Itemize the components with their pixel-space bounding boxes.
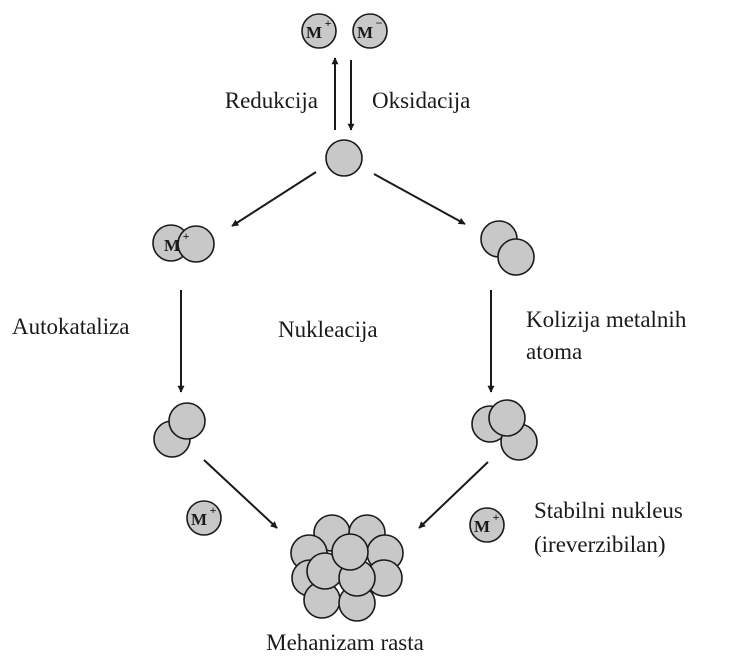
ion-dimer: M + [152,224,215,263]
atom-dimer [480,220,535,276]
right-cation: M + [469,507,505,543]
top-anion-symbol: M [357,23,373,42]
top-cation-symbol: M [306,23,322,42]
right-growth-arrow [418,461,489,529]
collision-label-line1: Kolizija metalnih [526,307,687,332]
arrow-to-ion-dimer [231,171,317,227]
top-anion-charge: − [376,16,383,30]
growth-mechanism-label: Mehanizam rasta [266,630,424,655]
top-cation-charge: + [325,16,332,30]
dimer-cation-symbol: M [164,236,180,255]
nucleation-label: Nukleacija [278,317,378,342]
dimer-cation-charge: + [183,229,190,243]
single-atom [325,139,363,177]
right-cluster [471,399,538,461]
reduction-label: Redukcija [225,88,318,113]
oxidation-label: Oksidacija [372,88,470,113]
stable-nucleus-label-line2: (ireverzibilan) [534,532,666,557]
growth-cluster [290,514,404,622]
left-cation-charge: + [210,503,217,517]
right-cation-symbol: M [474,517,490,536]
left-cation: M + [186,500,222,536]
arrow-to-atom-dimer [373,173,466,225]
top-anion: M − [352,13,388,49]
stable-nucleus-label-line1: Stabilni nukleus [534,498,683,523]
right-cation-charge: + [493,510,500,524]
left-cation-symbol: M [191,510,207,529]
collision-label-line2: atoma [526,339,582,364]
left-cluster [153,402,206,458]
left-growth-arrow [203,459,278,529]
top-cation: M + [301,13,337,49]
autocatalysis-label: Autokataliza [12,314,130,339]
